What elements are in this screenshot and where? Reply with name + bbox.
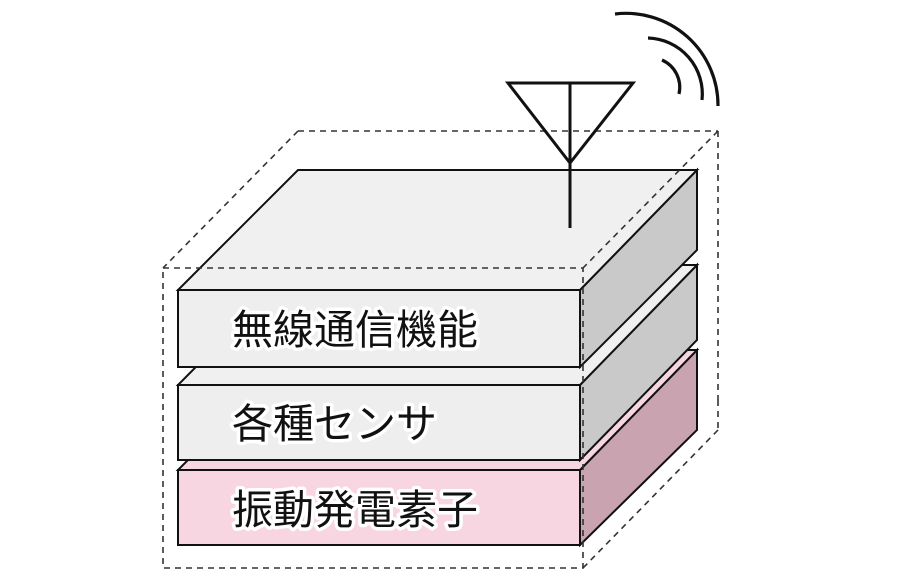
layer-power-element-front	[177, 469, 581, 546]
label-wireless: 無線通信機能	[232, 306, 478, 354]
label-power-element: 振動発電素子	[232, 486, 478, 534]
dashed-enclosure-front	[162, 130, 719, 569]
layer-sensors-front	[177, 384, 581, 461]
dashed-enclosure-back	[162, 130, 719, 400]
label-sensors: 各種センサ	[232, 400, 437, 448]
antenna-icon	[504, 81, 637, 228]
layer-wireless-front	[177, 289, 581, 368]
layer-wireless	[175, 167, 700, 370]
wireless-signal-icon	[614, 11, 720, 107]
